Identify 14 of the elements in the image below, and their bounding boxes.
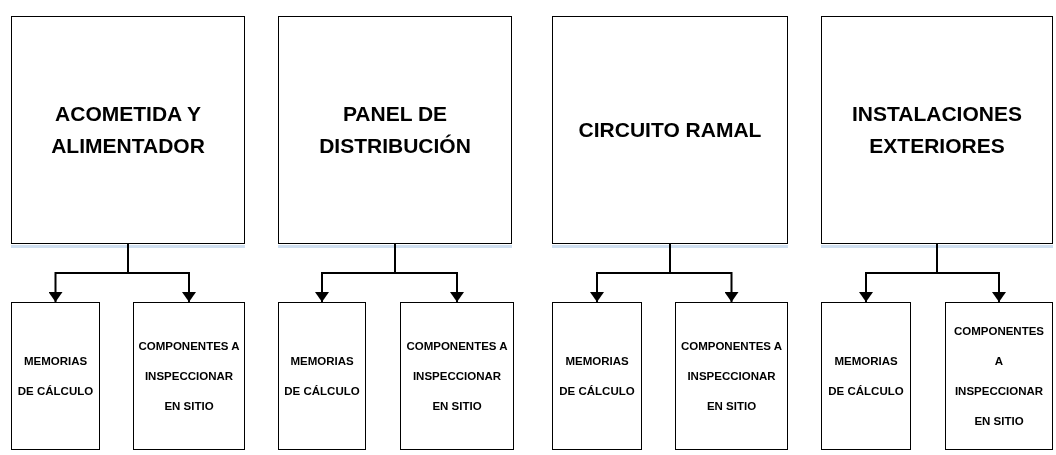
item-box: MEMORIAS DE CÁLCULO (11, 302, 100, 450)
item-box: COMPONENTES A INSPECCIONAR EN SITIO (945, 302, 1053, 450)
item-box: COMPONENTES A INSPECCIONAR EN SITIO (675, 302, 788, 450)
item-box: MEMORIAS DE CÁLCULO (552, 302, 642, 450)
item-box: MEMORIAS DE CÁLCULO (821, 302, 911, 450)
item-box: COMPONENTES A INSPECCIONAR EN SITIO (133, 302, 245, 450)
item-box: COMPONENTES A INSPECCIONAR EN SITIO (400, 302, 514, 450)
category-box: PANEL DE DISTRIBUCIÓN (278, 16, 512, 244)
item-box: MEMORIAS DE CÁLCULO (278, 302, 366, 450)
arrow (394, 243, 464, 303)
category-box: CIRCUITO RAMAL (552, 16, 788, 244)
arrow (936, 243, 1006, 303)
category-box: INSTALACIONES EXTERIORES (821, 16, 1053, 244)
category-box: ACOMETIDA Y ALIMENTADOR (11, 16, 245, 244)
